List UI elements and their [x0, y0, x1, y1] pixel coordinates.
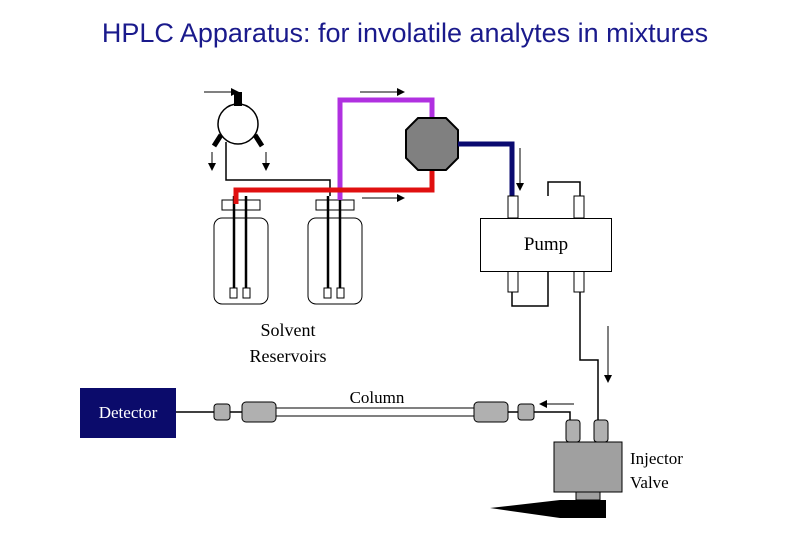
- page-title: HPLC Apparatus: for involatile analytes …: [101, 18, 709, 48]
- solvent-label-line1: Solvent: [260, 320, 316, 340]
- purple-solvent-line: [337, 97, 435, 200]
- degasser-unit: [204, 88, 331, 196]
- injector-label-line1: Injector: [630, 449, 683, 468]
- solvent-reservoirs-label: Solvent Reservoirs: [226, 317, 350, 369]
- solvent-label-line2: Reservoirs: [249, 346, 327, 366]
- detector-label: Detector: [98, 403, 158, 422]
- injector-label-line2: Valve: [630, 473, 669, 492]
- column-label: Column: [349, 388, 405, 407]
- solvent-reservoir-2: [307, 196, 363, 305]
- solvent-reservoir-1: [213, 196, 269, 305]
- pump-box: Pump: [480, 218, 612, 272]
- pump-label: Pump: [523, 234, 569, 255]
- pump-fittings: [507, 181, 612, 420]
- hplc-column: [176, 400, 574, 423]
- navy-line: [458, 141, 515, 196]
- detector-box: Detector: [80, 388, 176, 438]
- red-solvent-line: [233, 168, 435, 204]
- injector-valve-label: Injector Valve: [630, 447, 710, 495]
- injector-valve: [490, 419, 623, 518]
- proportioning-valve: [405, 117, 459, 171]
